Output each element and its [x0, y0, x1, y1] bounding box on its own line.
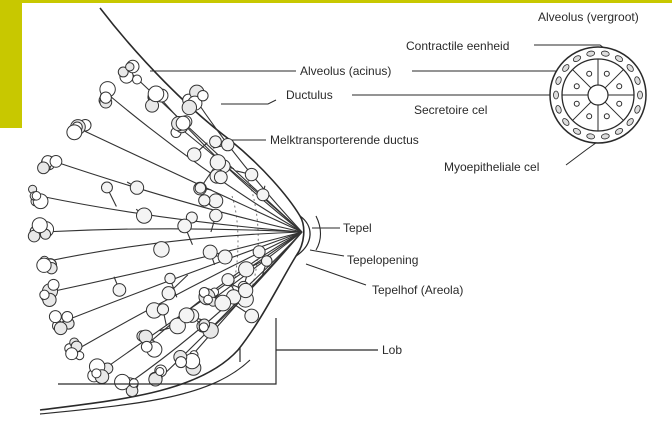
lobule-cluster: [245, 309, 259, 323]
label-ductulus: Ductulus: [286, 88, 333, 102]
lobule-cluster: [146, 86, 168, 112]
label-nipple-opening: Tepelopening: [347, 253, 418, 267]
lobule-cluster: [182, 85, 208, 115]
lobule-cluster: [65, 338, 84, 360]
lobule-cluster: [29, 185, 48, 208]
duct-branch: [42, 229, 302, 232]
lobule-cluster: [101, 182, 112, 193]
lobule-cluster: [157, 304, 168, 315]
label-contractile-unit: Contractile eenheid: [406, 39, 509, 53]
cell-nucleus: [574, 84, 579, 89]
milk-ducts: [40, 72, 302, 384]
label-milk-duct: Melktransporterende ductus: [270, 133, 419, 147]
lobule-cluster: [113, 284, 126, 297]
lobule-cluster: [214, 171, 227, 184]
cell-nucleus: [617, 101, 622, 106]
myoepithelial-cell-shape: [554, 91, 559, 99]
lobule-cluster: [210, 209, 222, 221]
lobule-cluster: [49, 311, 74, 335]
cell-nucleus: [587, 114, 592, 119]
cell-nucleus: [587, 71, 592, 76]
lobule-cluster: [210, 136, 222, 148]
label-lobe: Lob: [382, 343, 402, 357]
lobule-cluster: [162, 287, 175, 300]
lobule-cluster: [67, 119, 91, 139]
lobule-cluster: [115, 374, 139, 396]
cell-nucleus: [604, 71, 609, 76]
cell-nucleus: [574, 101, 579, 106]
lobule-cluster: [239, 262, 254, 277]
lobule-cluster: [203, 245, 217, 259]
lobule-cluster: [37, 256, 57, 274]
lobule-cluster: [179, 308, 194, 323]
lobule-cluster: [253, 246, 265, 258]
cell-nucleus: [604, 114, 609, 119]
lobule-cluster: [118, 60, 141, 84]
lobule-cluster: [165, 273, 175, 283]
lobule-cluster: [154, 242, 169, 257]
label-nipple: Tepel: [343, 221, 372, 235]
lobule-cluster: [210, 155, 225, 170]
magnified-alveolus: [550, 47, 646, 143]
lobule-cluster: [174, 350, 201, 375]
label-alveolus-magnified: Alveolus (vergroot): [538, 10, 639, 24]
label-secretory-cell: Secretoire cel: [414, 103, 487, 117]
lobule-cluster: [187, 148, 200, 161]
lobule-cluster: [178, 219, 192, 233]
lobule-cluster: [257, 189, 269, 201]
lobule-cluster: [38, 156, 62, 174]
lobule-cluster: [136, 208, 151, 223]
lobule-cluster: [130, 181, 143, 194]
lobule-cluster: [261, 256, 272, 267]
lobule-cluster: [218, 250, 232, 264]
duct-branch: [212, 232, 302, 300]
lobule-cluster: [215, 295, 231, 311]
lobule-cluster: [171, 116, 192, 138]
lobule-cluster: [222, 274, 234, 286]
cell-nucleus: [617, 84, 622, 89]
lobule-cluster: [99, 82, 115, 108]
lobule-cluster: [28, 218, 53, 242]
lobule-cluster: [199, 195, 210, 206]
lobule-cluster: [197, 319, 218, 338]
lobule-cluster: [40, 279, 59, 306]
label-alveolus-acinus: Alveolus (acinus): [300, 64, 391, 78]
lobule-cluster: [239, 283, 253, 297]
label-areola: Tepelhof (Areola): [372, 283, 463, 297]
label-myoepithelial-cell: Myoepitheliale cel: [444, 160, 539, 174]
alveolus-lumen: [588, 85, 608, 105]
lobule-cluster: [195, 183, 206, 194]
lobule-cluster: [245, 168, 257, 180]
lobule-cluster: [209, 194, 223, 208]
lobule-cluster: [149, 365, 167, 386]
lobule-cluster: [88, 359, 113, 384]
myoepithelial-cell-shape: [638, 91, 643, 99]
